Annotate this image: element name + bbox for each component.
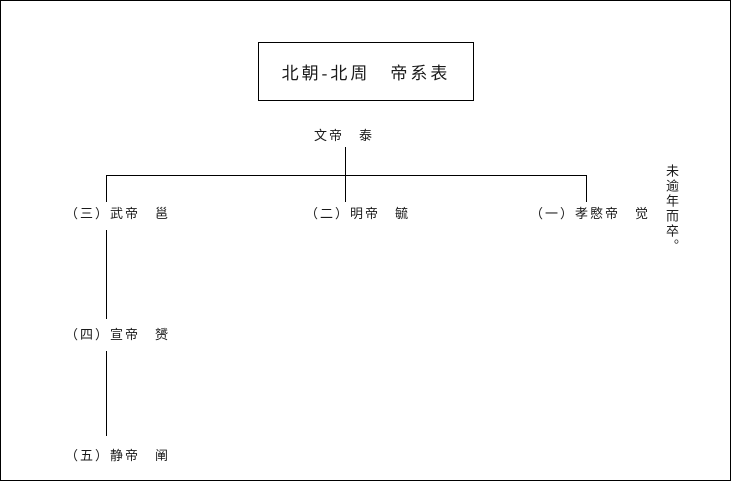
diagram-title-box: 北朝-北周 帝系表 xyxy=(258,42,474,101)
node-emperor-wen: 文帝 泰 xyxy=(314,128,375,143)
node-emperor-xuan: （四）宣帝 赟 xyxy=(65,327,171,342)
node-emperor-jing: （五）静帝 阐 xyxy=(65,448,171,463)
diagram-title: 北朝-北周 帝系表 xyxy=(281,64,451,83)
connector-drop-middle xyxy=(345,175,346,202)
connector-sibling-bar xyxy=(106,175,587,176)
node-emperor-wu: （三）武帝 邕 xyxy=(65,206,171,221)
connector-xuan-to-jing xyxy=(106,351,107,436)
connector-drop-right xyxy=(586,175,587,202)
connector-drop-left xyxy=(106,175,107,202)
node-emperor-xiaomin: （一）孝愍帝 觉 xyxy=(530,206,651,221)
connector-root-stem xyxy=(345,147,346,176)
connector-wu-to-xuan xyxy=(106,230,107,319)
node-emperor-ming: （二）明帝 毓 xyxy=(305,206,411,221)
annotation-died-within-year: 未逾年而卒。 xyxy=(664,164,679,254)
